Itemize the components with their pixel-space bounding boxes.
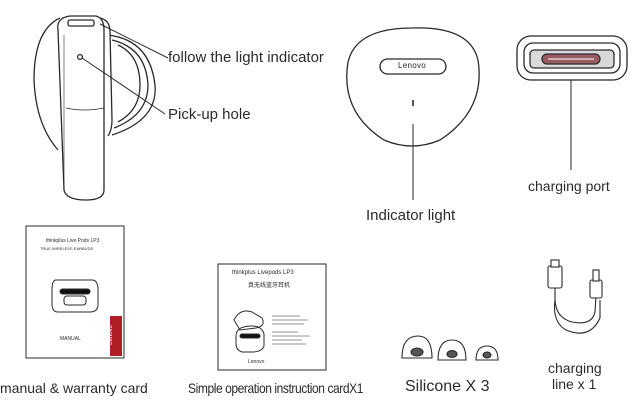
card-title: thinkplus Livepods LP3 bbox=[232, 270, 294, 276]
manual-title: thinkplus Live Pods LP3 bbox=[46, 238, 100, 244]
label-follow-light: follow the light indicator bbox=[168, 49, 324, 66]
case-brand-text: Lenovo bbox=[398, 61, 427, 70]
charging-cable bbox=[547, 259, 603, 334]
manual-booklet bbox=[25, 225, 125, 359]
manual-footer: MANUAL bbox=[60, 336, 81, 342]
label-manual-card: manual & warranty card bbox=[0, 380, 148, 396]
earbud-leader-lines bbox=[81, 23, 169, 115]
label-pickup-hole: Pick-up hole bbox=[168, 106, 251, 123]
label-simple-card: Simple operation instruction cardX1 bbox=[188, 380, 364, 396]
label-charging-line-2: line x 1 bbox=[552, 376, 597, 392]
card-brand: Lenovo bbox=[248, 359, 265, 365]
charging-case-front bbox=[516, 35, 628, 170]
label-indicator-light: Indicator light bbox=[366, 207, 456, 224]
silicone-tips bbox=[401, 335, 499, 361]
simple-card bbox=[217, 263, 327, 371]
earbud-illustration bbox=[33, 15, 156, 201]
charging-case-top bbox=[346, 27, 480, 200]
label-silicone: Silicone X 3 bbox=[405, 378, 490, 395]
label-charging-line-1: charging bbox=[548, 360, 602, 376]
manual-side-brand: Lenovo bbox=[107, 325, 114, 345]
card-subtitle: 真无线蓝牙耳机 bbox=[248, 283, 291, 289]
manual-subtitle: TRUE WIRELESS EARBUDS bbox=[40, 246, 94, 251]
label-charging-port: charging port bbox=[528, 178, 610, 194]
